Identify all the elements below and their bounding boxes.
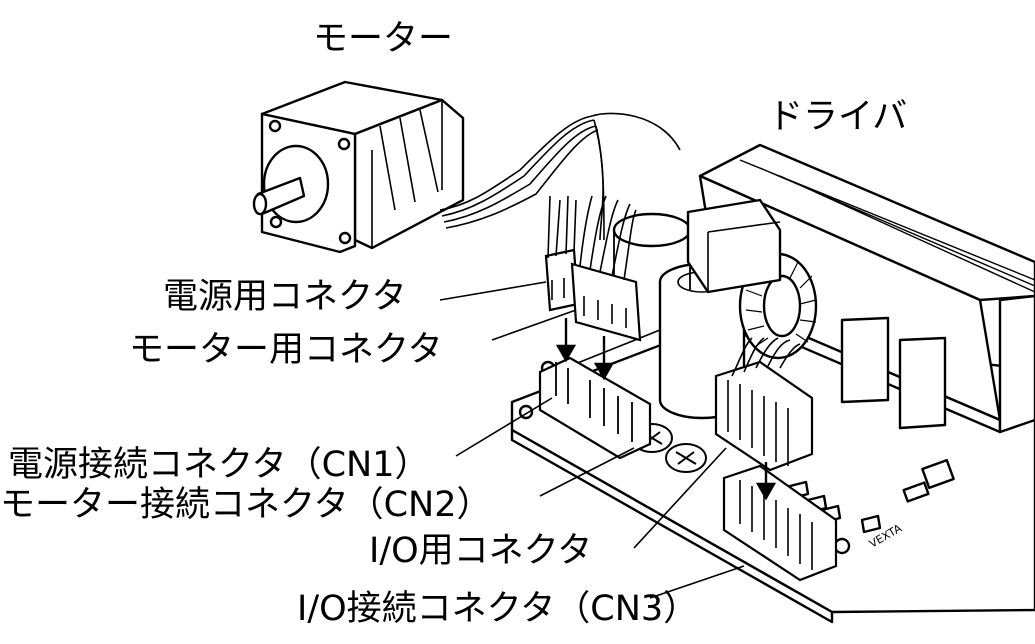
stepping-motor	[252, 80, 465, 254]
insert-arrow-cn3	[755, 462, 777, 501]
label-motor: モーター	[313, 19, 453, 59]
leader-cn3	[649, 565, 745, 599]
leader-cn2	[539, 447, 635, 497]
motor-cable	[439, 112, 681, 241]
io-plug	[714, 337, 814, 472]
board-header-cn1-cn2	[538, 356, 652, 460]
label-motor-connection-connector: モーター接続コネクタ（CN2）	[0, 485, 492, 525]
leader-io-connector	[633, 447, 727, 549]
board-header-cn3	[722, 464, 838, 582]
label-power-connection-connector: 電源接続コネクタ（CN1）	[8, 445, 430, 485]
label-power-connector: 電源用コネクタ	[163, 277, 407, 317]
label-io-connector: I/O用コネクタ	[369, 531, 592, 571]
leader-power-connector	[439, 281, 547, 301]
leader-cn1	[455, 397, 553, 457]
leader-motor-connector	[491, 309, 577, 341]
insert-arrows-cn1-cn2	[555, 318, 615, 381]
label-driver: ドライバ	[768, 97, 907, 137]
leader-lines	[439, 281, 745, 599]
label-motor-connector: モーター用コネクタ	[129, 330, 443, 370]
label-io-connection-connector: I/O接続コネクタ（CN3）	[297, 589, 698, 629]
power-and-motor-plugs	[544, 195, 642, 342]
labels: モーター ドライバ 電源用コネクタ モーター用コネクタ 電源接続コネクタ（CN1…	[0, 19, 907, 629]
